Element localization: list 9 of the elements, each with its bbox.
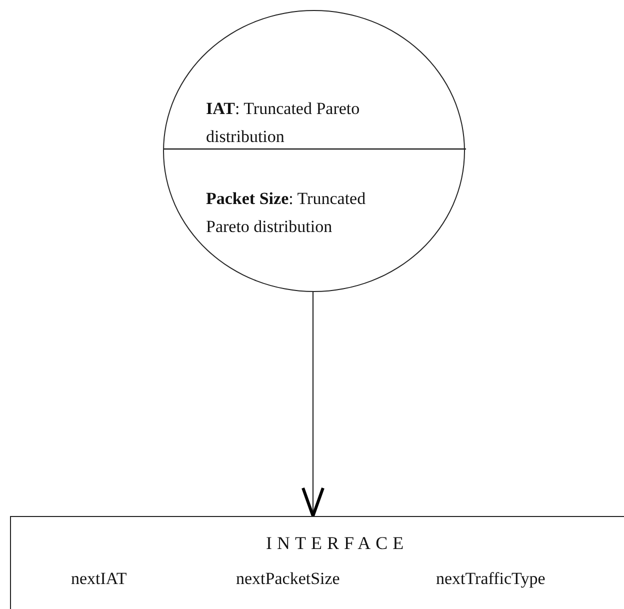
arrow: [302, 292, 324, 518]
method-name: nextPacketSize: [236, 568, 341, 590]
distribution-ellipse: [163, 10, 465, 292]
method-name: nextIAT: [71, 568, 128, 590]
distribution-label: IAT: Truncated Pareto distribution: [206, 98, 361, 148]
distribution-label: Packet Size: Truncated Pareto distribution: [206, 188, 367, 238]
interface-box: [10, 516, 624, 609]
method-name: nextTrafficType: [436, 568, 546, 590]
interface-heading: INTERFACE: [266, 532, 410, 555]
